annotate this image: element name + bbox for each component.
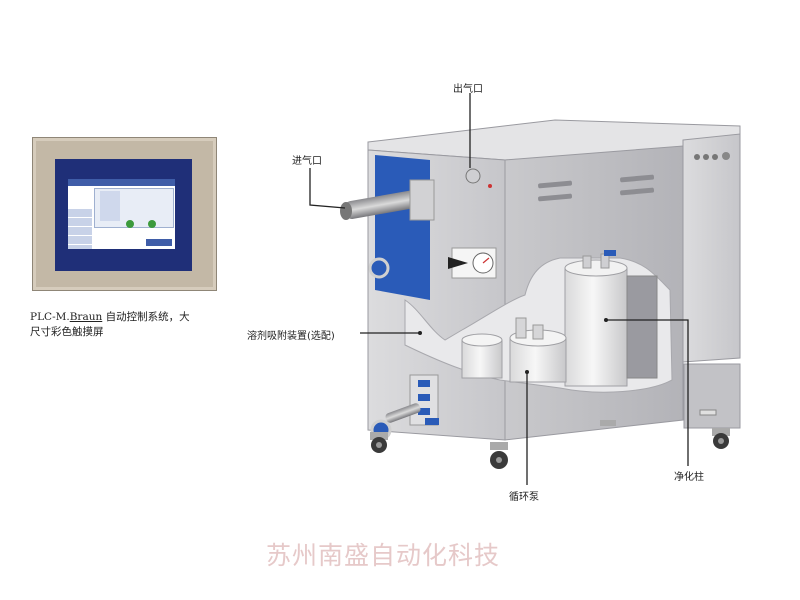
- indicator-dot-icon: [694, 154, 700, 160]
- label-inlet: 进气口: [292, 156, 322, 167]
- caption-brand: Braun: [69, 311, 103, 323]
- inlet-valve: [409, 179, 435, 221]
- caption-line2: 尺寸彩色触摸屏: [30, 326, 104, 338]
- purifier-column: [564, 267, 628, 387]
- screen-title: MBRAUN: [70, 191, 84, 195]
- inlet-leader-line: [309, 168, 346, 209]
- vent-slot: [538, 180, 573, 189]
- screen-readout-block: [100, 191, 120, 221]
- connector-pipe: [385, 403, 421, 423]
- screen-side-menu: [68, 209, 92, 249]
- indicator-dot-icon: [712, 154, 718, 160]
- wheel-icon: [490, 442, 508, 469]
- cabinet-right-module: [682, 133, 741, 363]
- flange-icon: [368, 257, 390, 279]
- caption-suffix: 自动控制系统，大: [102, 311, 190, 323]
- vent-slot: [620, 174, 655, 183]
- watermark: 苏州南盛自动化科技: [266, 541, 501, 570]
- label-outlet: 出气口: [453, 84, 483, 95]
- outlet-port-icon: [465, 168, 481, 184]
- indicator-dot-icon: [703, 154, 709, 160]
- blue-window-panel: [375, 155, 430, 300]
- screen-title-bar: MBRAUN: [68, 179, 175, 195]
- label-purifier-column: 净化柱: [674, 472, 704, 483]
- base-handle-icon: [699, 409, 717, 416]
- label-solvent-adsorber: 溶剂吸附装置(选配): [247, 331, 335, 342]
- vent-slot: [538, 193, 573, 202]
- wheel-icon: [600, 420, 616, 426]
- touch-panel-screen: MBRAUN: [68, 179, 175, 249]
- wheel-icon: [370, 432, 388, 453]
- label-circulation-pump: 循环泵: [509, 492, 539, 503]
- caption-prefix: PLC-M.: [30, 311, 70, 323]
- wheel-icon: [712, 428, 730, 449]
- switch-knob-icon: [722, 152, 730, 160]
- screen-indicator-icon: [148, 220, 156, 228]
- column-leader-line: [606, 319, 689, 466]
- valve-handle-icon: [448, 257, 468, 269]
- inlet-pipe: [344, 190, 418, 219]
- purifier-column-top: [564, 259, 628, 277]
- screen-indicator-icon: [126, 220, 134, 228]
- panel-caption: PLC-M.Braun 自动控制系统，大 尺寸彩色触摸屏: [30, 310, 190, 340]
- inlet-pipe-end: [340, 202, 352, 220]
- cabinet-right-base: [683, 363, 741, 429]
- screen-button: [146, 239, 172, 246]
- vent-slot: [620, 187, 655, 196]
